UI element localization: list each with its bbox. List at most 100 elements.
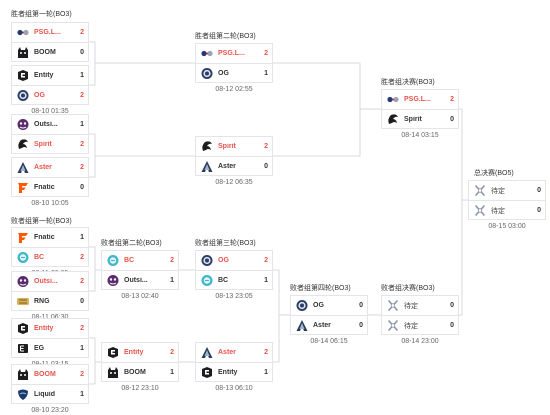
psg-lgd-icon bbox=[15, 26, 31, 40]
match-time: 08-10 10:05 bbox=[31, 200, 69, 207]
team-row[interactable]: Outsi...1 bbox=[102, 271, 178, 290]
team-row[interactable]: PSG.L...2 bbox=[382, 90, 458, 109]
team-score: 1 bbox=[80, 234, 84, 241]
team-name: Aster bbox=[34, 164, 52, 171]
match-divider bbox=[12, 384, 88, 385]
round-label: 败者组第四轮(BO3) bbox=[290, 285, 351, 292]
eg-icon bbox=[15, 342, 31, 356]
outsiders-icon bbox=[105, 274, 121, 288]
rng-icon bbox=[15, 295, 31, 309]
round-label: 胜者组第一轮(BO3) bbox=[11, 11, 72, 18]
team-score: 1 bbox=[80, 121, 84, 128]
entity-icon bbox=[15, 69, 31, 83]
match-divider bbox=[102, 270, 178, 271]
match-divider bbox=[12, 134, 88, 135]
team-row[interactable]: PSG.L...2 bbox=[196, 44, 272, 63]
team-name: Outsi... bbox=[34, 278, 58, 285]
team-row[interactable]: Spirit 2 bbox=[12, 135, 88, 154]
team-name: Aster bbox=[218, 349, 236, 356]
team-score: 2 bbox=[450, 96, 454, 103]
match-time: 08-13 06:10 bbox=[215, 385, 253, 392]
match-divider bbox=[291, 315, 367, 316]
match-time: 08-12 02:55 bbox=[215, 86, 253, 93]
team-score: 2 bbox=[264, 257, 268, 264]
match-time: 08-13 23:05 bbox=[215, 293, 253, 300]
outsiders-icon bbox=[15, 275, 31, 289]
team-name: EG bbox=[34, 345, 45, 352]
team-score: 2 bbox=[80, 278, 84, 285]
team-name: Spirit bbox=[34, 141, 52, 148]
team-score: 2 bbox=[80, 141, 84, 148]
team-row[interactable]: Outsi... 2 bbox=[12, 272, 88, 291]
team-score: 0 bbox=[537, 187, 541, 194]
aster-icon bbox=[199, 160, 215, 174]
aster-icon bbox=[15, 161, 31, 175]
team-score: 0 bbox=[80, 184, 84, 191]
bracket-connector-line bbox=[273, 269, 280, 363]
entity-icon bbox=[15, 322, 31, 336]
team-name: Entity bbox=[34, 325, 54, 332]
team-row[interactable]: Outsi...1 bbox=[12, 115, 88, 134]
boom-icon bbox=[105, 366, 121, 380]
team-name: Fnatic bbox=[34, 234, 55, 241]
round-label: 胜者组第二轮(BO3) bbox=[195, 33, 256, 40]
team-row[interactable]: Fnatic 1 bbox=[12, 228, 88, 247]
team-row[interactable]: OG 1 bbox=[196, 64, 272, 83]
team-score: 1 bbox=[264, 369, 268, 376]
team-row[interactable]: PSG.L...2 bbox=[12, 23, 88, 42]
team-name: BOOM bbox=[124, 369, 146, 376]
team-score: 2 bbox=[80, 29, 84, 36]
bracket-connector-line bbox=[89, 246, 96, 292]
tbd-icon bbox=[385, 299, 401, 313]
match-divider bbox=[12, 291, 88, 292]
match-time: 08-10 23:20 bbox=[31, 407, 69, 414]
team-score: 1 bbox=[264, 70, 268, 77]
team-name: OG bbox=[218, 70, 229, 77]
